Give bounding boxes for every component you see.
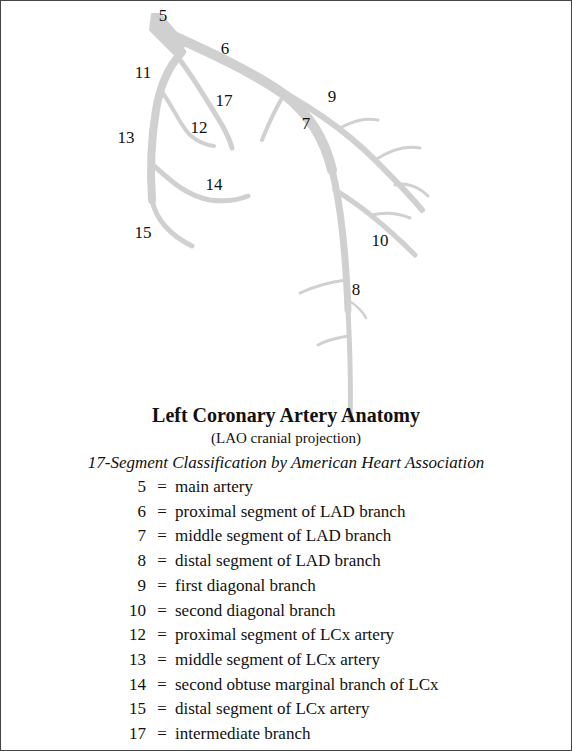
callout-number: 10 <box>372 232 389 251</box>
legend-text: proximal segment of LCx artery <box>175 626 394 645</box>
legend-equals: = <box>157 725 167 744</box>
legend-text: distal segment of LAD branch <box>175 552 381 571</box>
legend-number: 13 <box>129 651 146 670</box>
legend-text: proximal segment of LAD branch <box>175 502 405 521</box>
legend-number: 9 <box>138 576 147 595</box>
legend-text: main artery <box>175 478 253 497</box>
legend-text: first diagonal branch <box>175 576 316 595</box>
legend-equals: = <box>157 502 167 521</box>
legend-number: 7 <box>138 527 147 546</box>
legend-equals: = <box>157 576 167 595</box>
legend-number: 5 <box>138 478 147 497</box>
legend-text: second diagonal branch <box>175 601 336 620</box>
legend-number: 17 <box>129 725 146 744</box>
classification-subtitle: 17-Segment Classification by American He… <box>88 454 484 473</box>
legend-text: distal segment of LCx artery <box>175 700 370 719</box>
callout-number: 13 <box>118 129 135 148</box>
diagram-title: Left Coronary Artery Anatomy <box>152 404 420 426</box>
projection-subtitle: (LAO cranial projection) <box>211 430 361 447</box>
callout-number: 6 <box>221 40 230 59</box>
legend-number: 8 <box>138 552 147 571</box>
legend-equals: = <box>157 552 167 571</box>
callout-number: 15 <box>135 224 152 243</box>
legend-equals: = <box>157 527 167 546</box>
legend-number: 12 <box>129 626 146 645</box>
legend-equals: = <box>157 700 167 719</box>
legend-equals: = <box>157 651 167 670</box>
callout-number: 8 <box>352 281 361 300</box>
callout-number: 17 <box>216 92 233 111</box>
callout-number: 7 <box>302 115 311 134</box>
callout-number: 5 <box>159 7 168 26</box>
legend-number: 15 <box>129 700 146 719</box>
legend-equals: = <box>157 601 167 620</box>
legend-text: second obtuse marginal branch of LCx <box>175 675 439 694</box>
legend-equals: = <box>157 626 167 645</box>
legend-number: 6 <box>138 502 147 521</box>
callout-number: 12 <box>191 119 208 138</box>
callout-number: 14 <box>206 176 223 195</box>
legend-text: middle segment of LCx artery <box>175 651 380 670</box>
callout-number: 9 <box>328 88 337 107</box>
legend-text: intermediate branch <box>175 725 310 744</box>
legend-number: 10 <box>129 601 146 620</box>
legend-equals: = <box>157 675 167 694</box>
legend-number: 14 <box>129 675 146 694</box>
legend-equals: = <box>157 478 167 497</box>
legend-text: middle segment of LAD branch <box>175 527 391 546</box>
callout-number: 11 <box>135 64 151 83</box>
